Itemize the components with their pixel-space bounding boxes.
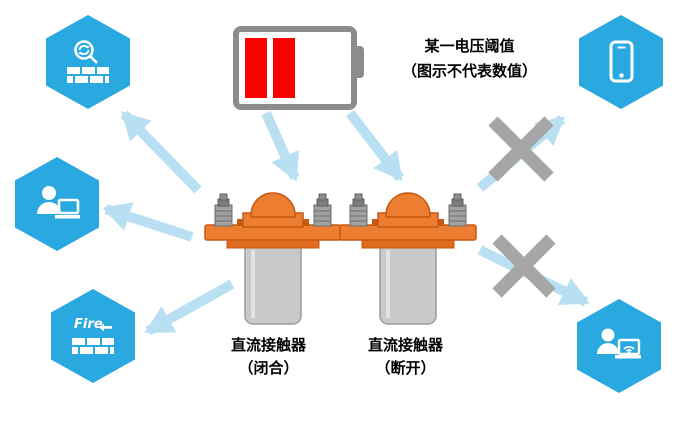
battery-charge-bar [273,38,295,98]
arrow-battery-to-closed-contactor [261,110,300,182]
contactor-open-label: 直流接触器 （断开） [333,334,478,380]
blocked-cross-icon [488,116,554,182]
battery-threshold-line2: （图示不代表数值） [401,62,537,80]
arrow-contactor-to-user-laptop [102,202,194,242]
dc-contactor-open [339,192,477,325]
battery-charge-bar [245,38,267,98]
hexagon-user-laptop [15,157,99,251]
user-laptop-wifi-icon [597,328,641,359]
terminal-bolt [313,193,332,227]
terminal-bolt [349,193,368,227]
fire-label: Fire [74,317,103,332]
battery-threshold-label: 某一电压阈值 （图示不代表数值） [372,34,567,84]
contactor-closed-label: 直流接触器 （闭合） [196,334,341,380]
contactor-open-label-line2: （断开） [375,359,436,377]
dc-contactor-closed [204,192,342,325]
left-arrow-glyph [99,323,112,332]
battery-icon [233,26,357,110]
arrow-battery-to-open-contactor [346,109,404,182]
contactor-closed-label-line1: 直流接触器 [230,336,306,354]
search-sync-firewall-icon [67,40,109,83]
contactor-closed-label-line2: （闭合） [238,359,299,377]
blocked-cross-icon [492,234,556,298]
arrow-contactor-to-fire-firewall [144,279,235,336]
user-laptop-icon [37,186,80,219]
terminal-bolt [214,193,233,227]
terminal-bolt [448,193,467,227]
contactor-open-label-line1: 直流接触器 [367,336,443,354]
battery-terminal [351,46,364,78]
battery-threshold-line1: 某一电压阈值 [424,37,515,55]
smartphone-icon [609,40,634,83]
arrow-contactor-to-firewall-search [120,110,202,194]
fire-firewall-icon: Fire [72,317,114,354]
